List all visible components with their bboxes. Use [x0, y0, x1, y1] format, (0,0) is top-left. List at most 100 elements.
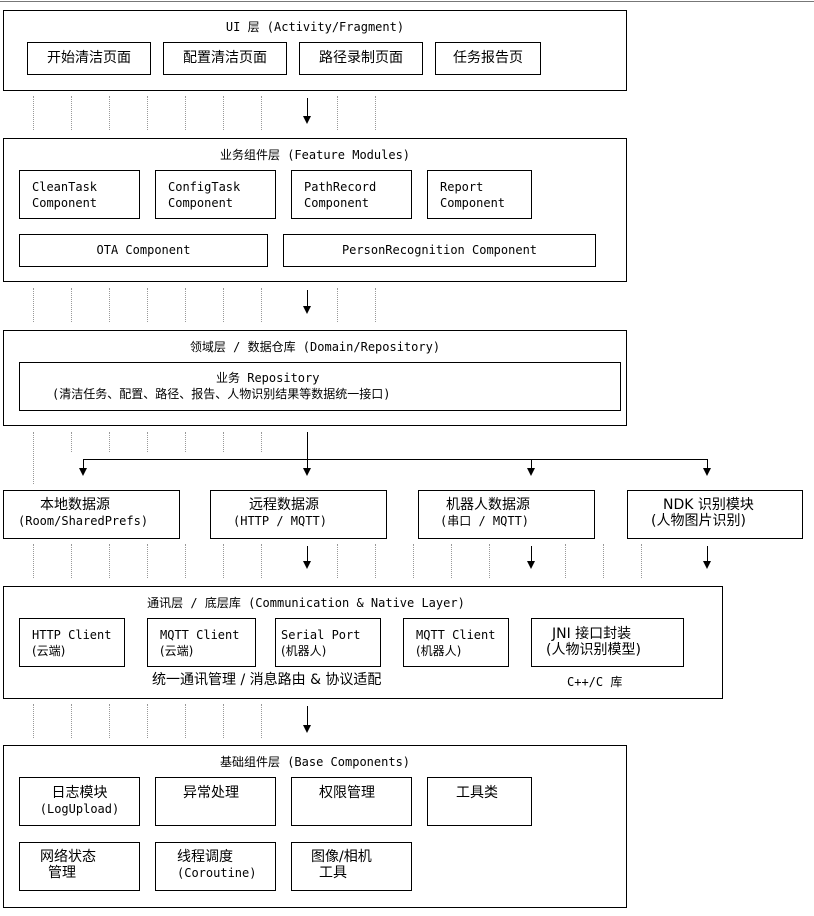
- dotted-line: [565, 544, 566, 578]
- arrow-shaft: [707, 546, 708, 561]
- dotted-line: [451, 544, 452, 578]
- comm-sublabel: (机器人): [416, 644, 462, 658]
- source-local: 本地数据源 (Room/SharedPrefs): [3, 490, 180, 539]
- base-utils: 工具类: [427, 777, 532, 826]
- dotted-line: [223, 432, 224, 452]
- arrow-shaft: [307, 546, 308, 561]
- base-permission-management: 权限管理: [291, 777, 412, 826]
- dotted-line: [261, 288, 262, 322]
- ui-layer: UI 层 (Activity/Fragment) 开始清洁页面 配置清洁页面 路…: [3, 10, 627, 91]
- dotted-line: [109, 432, 110, 452]
- comm-footer-right: C++/C 库: [567, 675, 623, 689]
- base-layer: 基础组件层 (Base Components) 日志模块 (LogUpload)…: [3, 745, 627, 908]
- dotted-line: [337, 288, 338, 322]
- arrow-shaft: [307, 706, 308, 725]
- dotted-line: [109, 544, 110, 578]
- dotted-line: [71, 96, 72, 130]
- dotted-line: [261, 544, 262, 578]
- base-label: 网络状态: [40, 849, 96, 865]
- dotted-line: [147, 288, 148, 322]
- dotted-line: [71, 704, 72, 738]
- dotted-line: [185, 96, 186, 130]
- comm-jni-wrapper: JNI 接口封装 (人物识别模型): [531, 618, 684, 667]
- feature-label: Component: [304, 196, 370, 210]
- source-title: 机器人数据源: [446, 497, 530, 513]
- dotted-line: [337, 96, 338, 130]
- dotted-line: [147, 96, 148, 130]
- base-label: 权限管理: [319, 785, 375, 801]
- repository-description: (清洁任务、配置、路径、报告、人物识别结果等数据统一接口): [52, 387, 391, 401]
- dotted-connectors-1: [0, 96, 814, 134]
- arrow-down-icon: [303, 116, 311, 124]
- feature-clean-task: CleanTask Component: [19, 170, 140, 219]
- base-network-state: 网络状态 管理: [19, 842, 140, 891]
- base-sublabel: 工具: [319, 865, 347, 881]
- feature-label: OTA Component: [96, 243, 191, 257]
- comm-sublabel: (机器人): [281, 644, 327, 658]
- base-layer-title: 基础组件层 (Base Components): [219, 755, 411, 769]
- base-image-camera-tools: 图像/相机 工具: [291, 842, 412, 891]
- repository-box: 业务 Repository (清洁任务、配置、路径、报告、人物识别结果等数据统一…: [19, 362, 621, 411]
- dotted-line: [71, 544, 72, 578]
- source-title: NDK 识别模块: [663, 497, 754, 513]
- domain-layer: 领域层 / 数据仓库 (Domain/Repository) 业务 Reposi…: [3, 330, 627, 426]
- arrow-shaft: [531, 459, 532, 468]
- base-label: 工具类: [456, 785, 498, 801]
- source-subtitle: (HTTP / MQTT): [233, 514, 327, 528]
- dotted-line: [147, 704, 148, 738]
- branch-connectors: [0, 432, 814, 490]
- feature-layer: 业务组件层 (Feature Modules) CleanTask Compon…: [3, 138, 627, 282]
- arrow-down-icon: [303, 725, 311, 733]
- dotted-line: [223, 704, 224, 738]
- source-remote: 远程数据源 (HTTP / MQTT): [210, 490, 387, 539]
- comm-sublabel: (云端): [160, 644, 194, 658]
- dotted-line: [261, 96, 262, 130]
- source-ndk: NDK 识别模块 (人物图片识别): [627, 490, 803, 539]
- dotted-line: [71, 288, 72, 322]
- base-label: 日志模块: [51, 785, 108, 801]
- base-thread-scheduling: 线程调度 (Coroutine): [155, 842, 276, 891]
- arrow-down-icon: [303, 561, 311, 569]
- dotted-line: [185, 704, 186, 738]
- ui-item-label: 配置清洁页面: [183, 50, 267, 66]
- dotted-line: [33, 544, 34, 578]
- base-label: 线程调度: [177, 849, 233, 865]
- dotted-line: [337, 544, 338, 578]
- dotted-line: [261, 704, 262, 738]
- branch-line: [83, 459, 708, 460]
- dotted-line: [375, 96, 376, 130]
- ui-item-start-clean: 开始清洁页面: [27, 42, 151, 75]
- dotted-line: [223, 96, 224, 130]
- ui-layer-title: UI 层 (Activity/Fragment): [225, 20, 405, 34]
- dotted-line: [71, 432, 72, 452]
- ui-item-path-record: 路径录制页面: [299, 42, 423, 75]
- communication-layer: 通讯层 / 底层库 (Communication & Native Layer)…: [3, 586, 723, 699]
- source-title: 本地数据源: [40, 497, 110, 513]
- arrow-down-icon: [527, 561, 535, 569]
- comm-http-client: HTTP Client (云端): [19, 618, 125, 667]
- arrow-shaft: [83, 459, 84, 468]
- comm-label: JNI 接口封装: [552, 626, 632, 642]
- ui-item-label: 任务报告页: [453, 50, 523, 66]
- source-robot: 机器人数据源 (串口 / MQTT): [418, 490, 595, 539]
- feature-label: ConfigTask: [168, 180, 241, 194]
- dotted-connectors-4: [0, 544, 814, 584]
- base-label: 图像/相机: [311, 849, 372, 865]
- feature-label: Report: [440, 180, 484, 194]
- base-exception-handling: 异常处理: [155, 777, 276, 826]
- feature-ota: OTA Component: [19, 234, 268, 267]
- arrow-down-icon: [527, 468, 535, 476]
- source-subtitle: (串口 / MQTT): [440, 514, 530, 528]
- ui-item-label: 开始清洁页面: [47, 50, 131, 66]
- repository-title: 业务 Repository: [216, 371, 320, 385]
- dotted-line: [375, 288, 376, 322]
- arrow-down-icon: [703, 561, 711, 569]
- dotted-line: [109, 704, 110, 738]
- dotted-line: [33, 704, 34, 738]
- comm-label: HTTP Client: [32, 628, 112, 642]
- dotted-line: [147, 432, 148, 452]
- source-title: 远程数据源: [249, 497, 319, 513]
- dotted-line: [375, 544, 376, 578]
- base-sublabel: (LogUpload): [39, 802, 120, 816]
- arrow-down-icon: [79, 468, 87, 476]
